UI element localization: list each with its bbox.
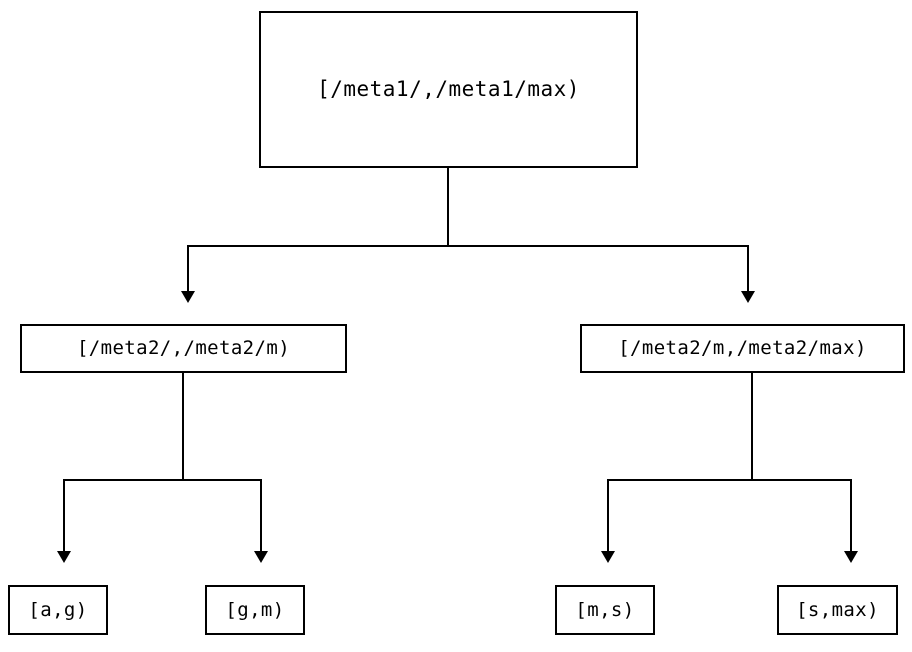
tree-node-root-label: [/meta1/,/meta1/max)	[317, 77, 580, 101]
edge-mid-left-to-leaf-ag-drop	[63, 479, 65, 553]
tree-node-mid-right-label: [/meta2/m,/meta2/max)	[618, 337, 867, 359]
tree-node-leaf-smax[interactable]: [s,max)	[777, 585, 898, 635]
tree-node-leaf-ag[interactable]: [a,g)	[8, 585, 108, 635]
edge-root-stem	[447, 168, 449, 246]
tree-node-leaf-ms-label: [m,s)	[575, 598, 635, 621]
arrowhead-mid-left-to-leaf-ag	[57, 551, 71, 563]
edge-mid-right-to-leaf-ms-drop	[607, 479, 609, 553]
edge-mid-right-bus	[608, 479, 852, 481]
tree-node-mid-left[interactable]: [/meta2/,/meta2/m)	[20, 324, 347, 373]
tree-node-leaf-gm-label: [g,m)	[225, 598, 285, 621]
edge-mid-right-to-leaf-smax-drop	[850, 479, 852, 553]
tree-node-leaf-smax-label: [s,max)	[796, 598, 879, 621]
tree-node-root[interactable]: [/meta1/,/meta1/max)	[259, 11, 638, 168]
arrowhead-root-to-mid-left	[181, 291, 195, 303]
tree-node-mid-right[interactable]: [/meta2/m,/meta2/max)	[580, 324, 905, 373]
arrowhead-mid-left-to-leaf-gm	[254, 551, 268, 563]
edge-mid-left-bus	[64, 479, 262, 481]
tree-node-leaf-ag-label: [a,g)	[28, 598, 88, 621]
edge-mid-left-stem	[182, 373, 184, 480]
edge-mid-left-to-leaf-gm-drop	[260, 479, 262, 553]
tree-node-leaf-gm[interactable]: [g,m)	[205, 585, 305, 635]
edge-root-bus	[187, 245, 748, 247]
arrowhead-mid-right-to-leaf-ms	[601, 551, 615, 563]
arrowhead-root-to-mid-right	[741, 291, 755, 303]
edge-mid-right-stem	[751, 373, 753, 480]
tree-node-mid-left-label: [/meta2/,/meta2/m)	[76, 337, 291, 359]
edge-root-to-mid-right-drop	[747, 245, 749, 293]
tree-node-leaf-ms[interactable]: [m,s)	[555, 585, 655, 635]
edge-root-to-mid-left-drop	[187, 245, 189, 293]
arrowhead-mid-right-to-leaf-smax	[844, 551, 858, 563]
